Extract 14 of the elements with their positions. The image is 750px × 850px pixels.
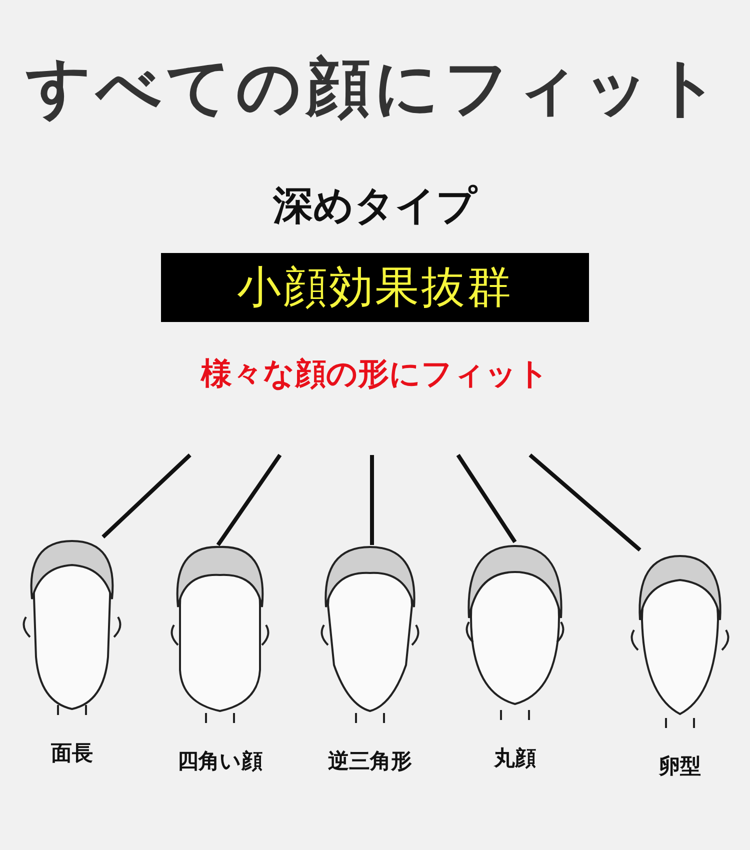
banner-box: 小顔効果抜群 (161, 253, 589, 322)
face-type-label: 丸顔 (494, 746, 536, 770)
face-type-label: 面長 (51, 741, 93, 765)
connector-line (216, 454, 282, 546)
subheading: 様々な顔の形にフィット (201, 356, 549, 392)
face-type-label: 四角い顔 (178, 749, 262, 773)
connector-line (370, 455, 374, 545)
subtitle: 深めタイプ (272, 182, 479, 231)
connector-line (528, 453, 642, 552)
connector-line (456, 454, 517, 544)
face-type-label: 逆三角形 (328, 749, 412, 773)
connector-line (102, 454, 192, 538)
face-type-label: 卵型 (659, 754, 701, 778)
title: すべての顔にフィット (24, 50, 725, 127)
